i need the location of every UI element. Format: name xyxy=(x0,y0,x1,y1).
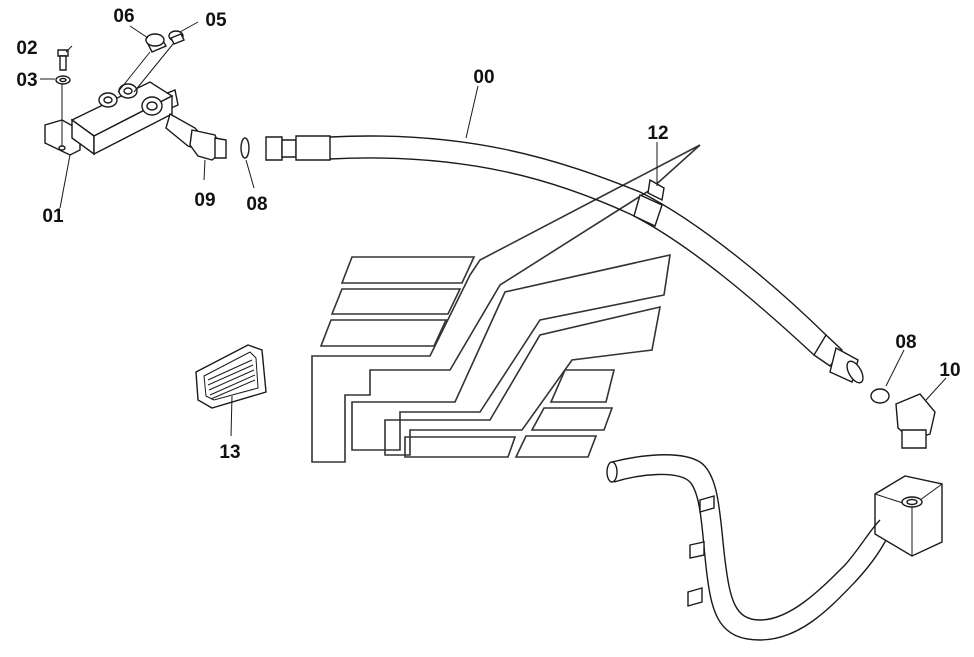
callout-08-left: 08 xyxy=(246,194,267,215)
leader-lines xyxy=(40,21,947,437)
elbow-fitting-left xyxy=(165,112,227,161)
elbow-fitting-right xyxy=(895,393,936,449)
callout-00: 00 xyxy=(473,67,494,88)
callout-03: 03 xyxy=(16,70,37,91)
hose xyxy=(265,135,864,384)
plug-large xyxy=(144,33,168,53)
callout-12: 12 xyxy=(647,123,668,144)
callout-05: 05 xyxy=(205,10,227,31)
manifold-block xyxy=(44,80,179,156)
assembly-line-05 xyxy=(133,43,174,93)
watermark-logo xyxy=(311,144,701,463)
callout-06: 06 xyxy=(113,6,134,27)
callout-02: 02 xyxy=(16,38,37,59)
mounting-block xyxy=(874,475,943,557)
plug-small xyxy=(168,30,185,45)
callout-13: 13 xyxy=(219,442,240,463)
rubber-pad xyxy=(195,344,267,409)
callout-10: 10 xyxy=(939,360,960,381)
hose-clamp xyxy=(633,178,665,227)
o-ring-left xyxy=(240,137,250,159)
washer xyxy=(55,75,71,85)
callout-08-right: 08 xyxy=(895,332,916,353)
callout-labels: 00 01 02 03 05 06 08 09 12 08 10 13 xyxy=(16,6,960,463)
pipe xyxy=(606,454,887,641)
assembly-line-06 xyxy=(117,51,151,93)
bolt xyxy=(57,49,69,71)
callout-01: 01 xyxy=(42,206,64,227)
callout-09: 09 xyxy=(194,190,215,211)
o-ring-right xyxy=(870,388,890,404)
